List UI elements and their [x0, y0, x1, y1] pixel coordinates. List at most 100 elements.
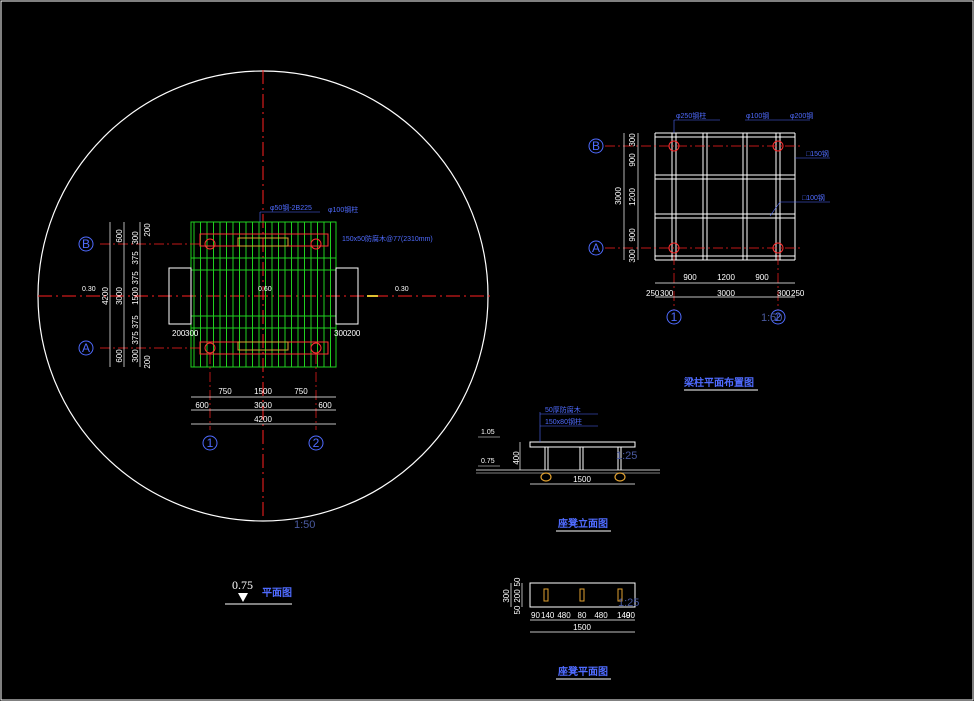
grid-label-b: B	[82, 237, 90, 251]
beam-dim-bottom-0: 900	[683, 273, 697, 282]
beam-grid-bubble-a	[588, 240, 604, 256]
beam-scale: 1:50	[761, 312, 782, 324]
post-a1	[204, 342, 216, 354]
dim-left-inner-total: 3000	[115, 287, 124, 305]
dim-bottom-r2-0: 600	[195, 401, 209, 410]
bench-plan-left-2: 50	[513, 605, 522, 614]
grid-bubble-1	[202, 435, 218, 451]
dim-bottom-r2-1: 3000	[254, 401, 272, 410]
bench-plan-bottom-6: 90	[626, 611, 635, 620]
plan-view: B A 1 2 4200 3000 600 300 375 375 1500 3…	[37, 70, 490, 605]
grid-label-a: A	[82, 341, 90, 355]
dim-left-3: 375	[131, 271, 140, 285]
beam-dim-left-small-0: 300	[628, 133, 637, 147]
beam-dim-left-1: 1200	[628, 188, 637, 206]
grid-bubble-b	[78, 236, 94, 252]
dim-left-2: 375	[131, 251, 140, 265]
beam-grid-label-b: B	[592, 139, 600, 153]
beam-grid-label-a: A	[592, 241, 600, 255]
beam-grid-label-1: 1	[671, 310, 678, 324]
bench-left	[168, 267, 192, 325]
dim-left-small-0: 200	[143, 223, 152, 237]
beam-title: 梁柱平面布置图	[683, 376, 754, 389]
side-dim-1: 300	[185, 329, 199, 338]
post-b2	[310, 238, 322, 250]
bench-plan-title: 座凳平面图	[557, 665, 608, 678]
dim-left-1: 300	[131, 231, 140, 245]
bench-plan-post-3	[617, 588, 623, 602]
dim-left-7: 300	[131, 349, 140, 363]
dim-left-4: 1500	[131, 287, 140, 305]
plan-title: 平面图	[262, 587, 292, 599]
level-mark-left: 0.30	[82, 286, 96, 293]
beam-dim-bottom-1: 1200	[717, 273, 735, 282]
dim-bottom-r1-0: 750	[218, 387, 232, 396]
beam-dim-bottom-small-l0: 250	[646, 289, 660, 298]
dim-left-total: 4200	[101, 287, 110, 305]
bench-plan-bottom-1: 140	[541, 611, 555, 620]
beam-dim-bottom-small-l1: 300	[660, 289, 674, 298]
grid-bubble-2	[308, 435, 324, 451]
bench-elev-note-1: 50厚防腐木	[545, 405, 581, 414]
beam-grid-bubble-2	[770, 309, 786, 325]
plan-scale: 1:50	[294, 519, 315, 531]
dim-bottom-r2-2: 600	[318, 401, 332, 410]
dim-left-0: 600	[115, 229, 124, 243]
side-dim-2: 300	[334, 329, 348, 338]
bench-plan-bottom-3: 80	[578, 611, 587, 620]
dim-left-6: 375	[131, 331, 140, 345]
bench-elev-note-2: 150x80钢柱	[545, 417, 582, 426]
beam-dim-left-2: 900	[628, 228, 637, 242]
dim-bottom-r1-2: 750	[294, 387, 308, 396]
bench-plan-post-1	[543, 588, 549, 602]
bench-plan-post-2	[579, 588, 585, 602]
bench-elev-width: 1500	[573, 475, 591, 484]
bench-bottom-plan	[237, 341, 289, 351]
dim-left-8: 600	[115, 349, 124, 363]
bench-top-plan	[237, 237, 289, 247]
beam-grid-bubble-b	[588, 138, 604, 154]
bench-elev-level-top: 1.05	[481, 429, 495, 436]
note-top: φ50钢-2B225	[270, 203, 312, 212]
dim-left-5: 375	[131, 315, 140, 329]
bench-plan-scale: 1:25	[618, 597, 639, 609]
dim-left-small-1: 200	[143, 355, 152, 369]
bench-plan-left-0: 50	[513, 577, 522, 586]
bench-elev-level-bottom: 0.75	[481, 458, 495, 465]
beam-dim-bottom-small-r1: 250	[791, 289, 805, 298]
bench-plan-view: 300 50 200 50 90 140 480 80 480 140 90 1…	[502, 577, 639, 680]
bench-plan-bottom-4: 480	[594, 611, 608, 620]
beam-top	[199, 233, 329, 247]
beam-note-5: □100钢	[802, 193, 825, 202]
level-mark-right: 0.30	[395, 286, 409, 293]
post-b1	[204, 238, 216, 250]
beam-leader-5	[769, 201, 781, 217]
bench-right	[335, 267, 359, 325]
dim-bottom-r1-1: 1500	[254, 387, 272, 396]
beam-note-3: φ200钢	[790, 111, 813, 120]
bench-elev-footing-1	[540, 472, 552, 482]
plan-level-triangle	[238, 593, 248, 602]
beam-note-1: φ250钢柱	[676, 111, 706, 120]
bench-elev-title: 座凳立面图	[557, 517, 608, 530]
dim-bottom-total: 4200	[254, 415, 272, 424]
beam-grid-bubble-1	[666, 309, 682, 325]
beam-grid-label-2: 2	[775, 310, 782, 324]
beam-dim-left-total: 3000	[614, 187, 623, 205]
bench-plan-bottom-0: 90	[531, 611, 540, 620]
bench-plan-bottom-5: 140	[617, 611, 631, 620]
bench-elev-scale: 1:25	[616, 450, 637, 462]
note-top-2: φ100钢柱	[328, 205, 358, 214]
bench-plan-left-total: 300	[502, 589, 511, 603]
bench-plan-left-1: 200	[513, 589, 522, 603]
bench-elev-seat	[529, 441, 636, 448]
grid-bubble-a	[78, 340, 94, 356]
bench-plan-outline	[529, 582, 636, 608]
plan-level-label: 0.75	[232, 578, 253, 592]
grid-label-2: 2	[313, 436, 320, 450]
bench-plan-bottom-total: 1500	[573, 623, 591, 632]
beam-dim-bottom-2: 900	[755, 273, 769, 282]
beam-bottom	[199, 341, 329, 355]
beam-dim-left-small-1: 300	[628, 249, 637, 263]
